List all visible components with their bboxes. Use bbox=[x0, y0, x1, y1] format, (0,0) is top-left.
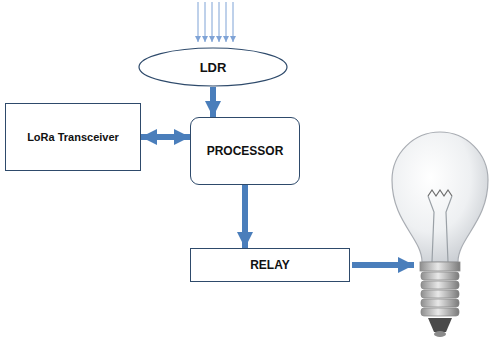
screw-thread bbox=[421, 272, 459, 280]
node-label: LDR bbox=[200, 60, 227, 75]
light-ray bbox=[198, 2, 199, 42]
node-label: RELAY bbox=[250, 258, 290, 272]
flow-arrow bbox=[242, 185, 248, 248]
bulb-supports bbox=[428, 196, 452, 262]
screw-thread bbox=[421, 281, 459, 289]
bulb-insulator bbox=[428, 318, 452, 332]
screw-thread bbox=[421, 308, 459, 316]
light-rays bbox=[198, 2, 233, 42]
light-bulb bbox=[392, 132, 488, 337]
relay-box: RELAY bbox=[190, 248, 350, 282]
bulb-glass bbox=[392, 132, 488, 262]
processor-box: PROCESSOR bbox=[190, 117, 300, 185]
light-ray bbox=[205, 2, 206, 42]
light-ray bbox=[226, 2, 227, 42]
light-ray bbox=[212, 2, 213, 42]
transceiver-box: LoRa Transceiver bbox=[5, 103, 141, 171]
sensor-ellipse: LDR bbox=[138, 47, 288, 87]
flow-arrow bbox=[210, 87, 216, 117]
relay-output-arrow bbox=[352, 262, 414, 268]
flow-arrow bbox=[141, 134, 190, 140]
screw-thread bbox=[421, 299, 459, 307]
bulb-filament bbox=[428, 190, 452, 196]
bulb-contact bbox=[434, 331, 446, 337]
light-ray bbox=[219, 2, 220, 42]
bulb-screw-base bbox=[421, 272, 459, 316]
light-ray bbox=[233, 2, 234, 42]
bulb-collar bbox=[420, 262, 460, 271]
ellipse-shape bbox=[139, 48, 287, 86]
screw-thread bbox=[421, 290, 459, 298]
node-label: PROCESSOR bbox=[207, 144, 284, 158]
node-label: LoRa Transceiver bbox=[27, 131, 119, 143]
